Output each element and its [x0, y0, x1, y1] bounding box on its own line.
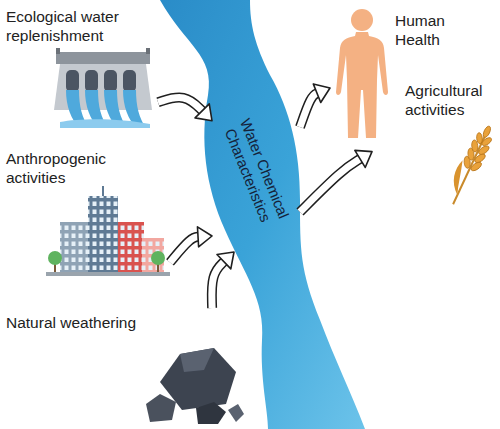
dam-illustration	[54, 48, 152, 128]
arrow-body	[170, 237, 199, 263]
flow-arrow	[158, 98, 212, 121]
flow-arrow	[300, 84, 330, 127]
node-label: Natural weathering	[6, 314, 206, 333]
node-label: Human Health	[395, 12, 457, 49]
wheat-illustration	[442, 121, 499, 208]
arrow-outline	[170, 237, 199, 263]
arrow-body	[300, 93, 318, 127]
rock-illustration	[146, 348, 244, 424]
city-illustration	[46, 186, 170, 276]
river-region: Water Chemical Characteristics	[212, 92, 300, 252]
node-label: Anthropogenic activities	[6, 150, 146, 187]
impact-illustration: Agricultural activities	[372, 76, 497, 198]
arrow-body	[212, 261, 225, 308]
arrow-outline	[300, 158, 361, 212]
node-label: Ecological water replenishment	[6, 8, 156, 45]
river-label: Water Chemical Characteristics	[217, 111, 295, 234]
arrow-head	[313, 84, 330, 103]
arrow-head	[217, 252, 234, 269]
arrow-outline	[212, 261, 225, 308]
flow-arrow	[300, 150, 372, 212]
arrow-head	[355, 150, 372, 167]
source-illustration: Anthropogenic activities	[4, 148, 170, 278]
arrow-head	[197, 227, 212, 247]
source-illustration: Ecological water replenishment	[4, 4, 158, 130]
arrow-body	[300, 158, 361, 212]
arrow-outline	[158, 98, 203, 112]
arrow-body	[158, 98, 203, 112]
flow-arrow	[170, 227, 212, 263]
node-label: Agricultural activities	[405, 82, 495, 119]
arrow-head	[195, 104, 212, 121]
source-illustration: Natural weathering	[4, 308, 246, 426]
human-figure	[336, 32, 388, 138]
human-head	[351, 9, 373, 31]
flow-arrow	[212, 252, 234, 308]
impact-illustration: Human Health	[330, 4, 460, 144]
arrow-outline	[300, 93, 318, 127]
river	[160, 0, 365, 429]
